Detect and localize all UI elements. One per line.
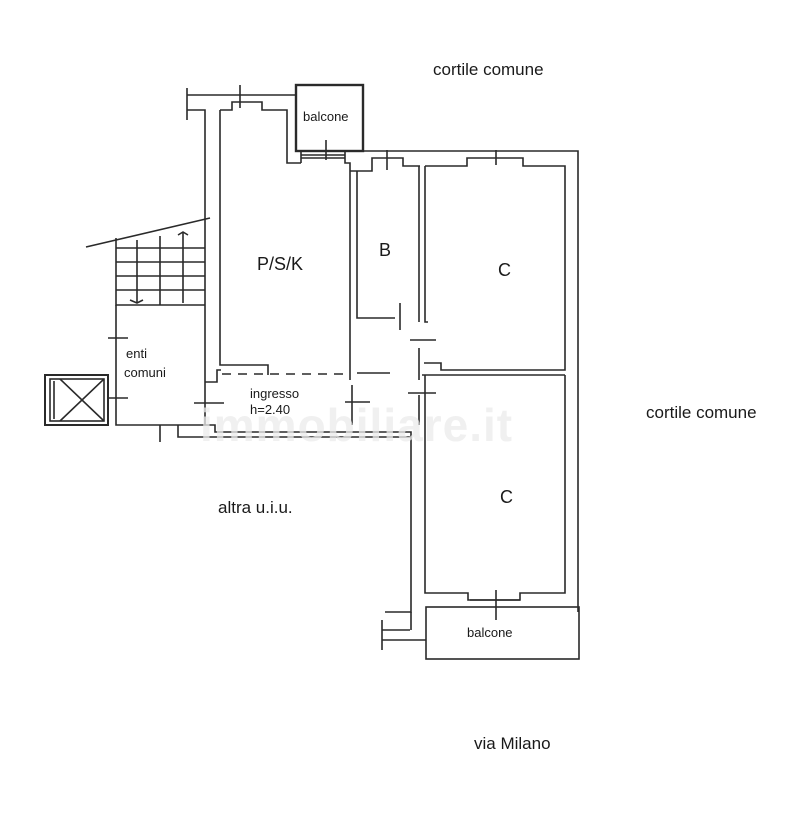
watermark: immobiliare.it (200, 399, 514, 451)
label-room-camera-bottom: C (500, 487, 513, 507)
label-ingresso: ingresso (250, 386, 300, 401)
label-cortile-comune-top: cortile comune (433, 60, 544, 79)
label-ingresso-height: h=2.40 (250, 402, 291, 417)
label-enti-line2: comuni (124, 365, 166, 380)
label-room-camera-top: C (498, 260, 511, 280)
label-balcone-top: balcone (303, 109, 349, 124)
label-enti-line1: enti (126, 346, 147, 361)
label-room-bagno: B (379, 240, 392, 260)
label-altra-uiu: altra u.i.u. (218, 498, 293, 517)
label-balcone-bottom: balcone (467, 625, 513, 640)
label-via-milano: via Milano (474, 734, 551, 753)
label-cortile-comune-right: cortile comune (646, 403, 757, 422)
label-room-psk: P/S/K (257, 254, 304, 274)
